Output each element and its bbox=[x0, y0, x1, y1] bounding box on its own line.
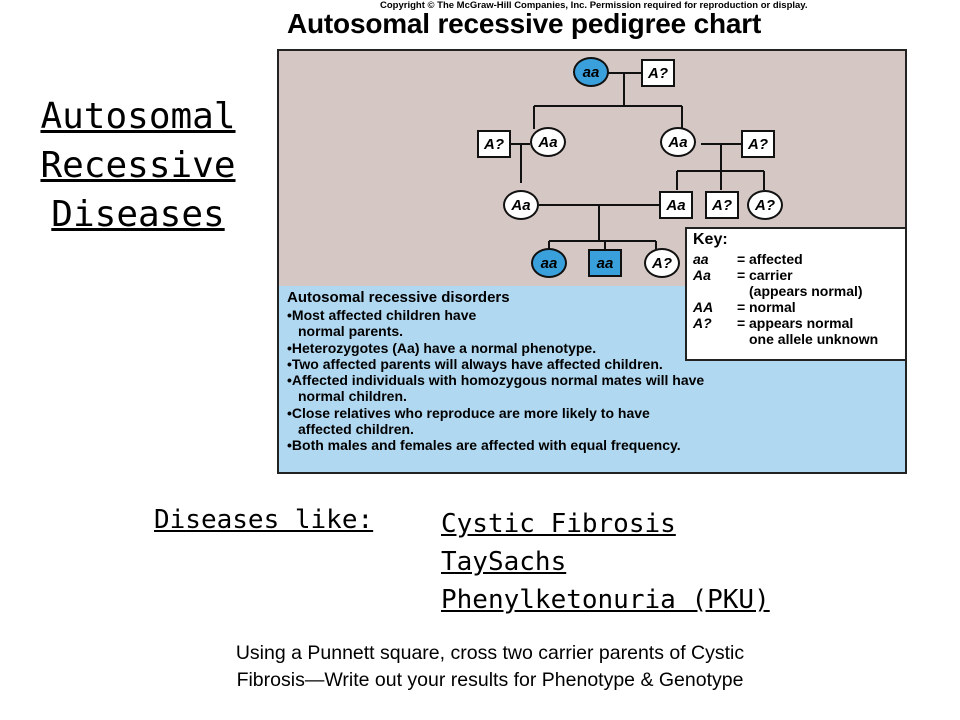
key-row: Aa = carrier bbox=[693, 267, 899, 283]
pedigree-lines bbox=[511, 72, 765, 249]
slide-title-line-2: Recessive bbox=[40, 145, 236, 186]
gen2-right-spouse-male: A? bbox=[741, 130, 775, 158]
pedigree-figure: aa A? A? Aa Aa A? Aa Aa A? A? aa aa A? A… bbox=[277, 49, 907, 474]
pedigree-key: Key: aa = affected Aa = carrier (appears… bbox=[685, 227, 905, 361]
gen1-affected-female: aa bbox=[573, 57, 609, 87]
key-meaning: normal bbox=[749, 299, 796, 315]
key-equals: = bbox=[737, 315, 746, 331]
key-equals: = bbox=[737, 267, 746, 283]
key-carrier-note: (appears normal) bbox=[749, 283, 863, 299]
disorders-title: Autosomal recessive disorders bbox=[287, 289, 510, 306]
key-meaning: appears normal bbox=[749, 315, 854, 331]
gen3-carrier-female: Aa bbox=[503, 190, 539, 220]
key-symbol: A? bbox=[693, 315, 712, 331]
instruction-line-2: Fibrosis—Write out your results for Phen… bbox=[236, 669, 744, 691]
key-row: A? = appears normal bbox=[693, 315, 899, 331]
key-unknown-note: one allele unknown bbox=[749, 331, 879, 347]
gen4-affected-female: aa bbox=[531, 248, 567, 278]
key-symbol: Aa bbox=[693, 267, 711, 283]
slide-title: Autosomal Recessive Diseases bbox=[20, 92, 256, 239]
disorder-item-continued: normal children. bbox=[298, 388, 407, 405]
disorder-item: •Two affected parents will always have a… bbox=[287, 355, 663, 372]
disorder-item: •Heterozygotes (Aa) have a normal phenot… bbox=[287, 339, 597, 356]
key-symbol: aa bbox=[693, 251, 709, 267]
key-meaning: affected bbox=[749, 251, 803, 267]
chart-title: Autosomal recessive pedigree chart bbox=[287, 8, 762, 39]
key-row: aa = affected bbox=[693, 251, 899, 267]
key-symbol: AA bbox=[693, 299, 714, 315]
slide-title-line-1: Autosomal bbox=[40, 96, 236, 137]
gen2-carrier-female-left: Aa bbox=[530, 127, 566, 157]
key-title: Key: bbox=[693, 231, 728, 248]
key-equals: = bbox=[737, 251, 746, 267]
disorder-item: •Both males and females are affected wit… bbox=[287, 437, 681, 454]
slide-title-line-3: Diseases bbox=[51, 194, 225, 235]
disorder-item-continued: normal parents. bbox=[298, 323, 404, 340]
disorder-item: •Most affected children have bbox=[287, 307, 477, 323]
disorder-item: •Close relatives who reproduce are more … bbox=[287, 404, 650, 421]
gen3-female: A? bbox=[747, 190, 783, 220]
key-equals: = bbox=[737, 299, 746, 315]
instruction-text: Using a Punnett square, cross two carrie… bbox=[150, 640, 830, 694]
diseases-label: Diseases like: bbox=[154, 505, 374, 535]
gen2-carrier-female-right: Aa bbox=[660, 127, 696, 157]
disease-item: TaySachs bbox=[441, 547, 567, 577]
gen3-carrier-male: Aa bbox=[659, 191, 693, 219]
disease-item: Phenylketonuria (PKU) bbox=[441, 585, 770, 615]
gen3-male: A? bbox=[705, 191, 739, 219]
disorder-item-continued: affected children. bbox=[298, 421, 414, 438]
gen4-affected-male: aa bbox=[588, 249, 622, 277]
instruction-line-1: Using a Punnett square, cross two carrie… bbox=[235, 642, 745, 664]
key-row: AA = normal bbox=[693, 299, 899, 315]
gen2-left-spouse-male: A? bbox=[477, 130, 511, 158]
disease-item: Cystic Fibrosis bbox=[441, 509, 676, 539]
disorder-item: •Affected individuals with homozygous no… bbox=[287, 372, 705, 389]
key-meaning: carrier bbox=[749, 267, 793, 283]
diseases-list: Cystic Fibrosis TaySachs Phenylketonuria… bbox=[441, 505, 770, 619]
gen4-female: A? bbox=[644, 248, 680, 278]
disorders-list: •Most affected children have normal pare… bbox=[287, 307, 704, 454]
copyright-notice: Copyright © The McGraw-Hill Companies, I… bbox=[380, 0, 808, 11]
gen1-male: A? bbox=[641, 59, 675, 87]
